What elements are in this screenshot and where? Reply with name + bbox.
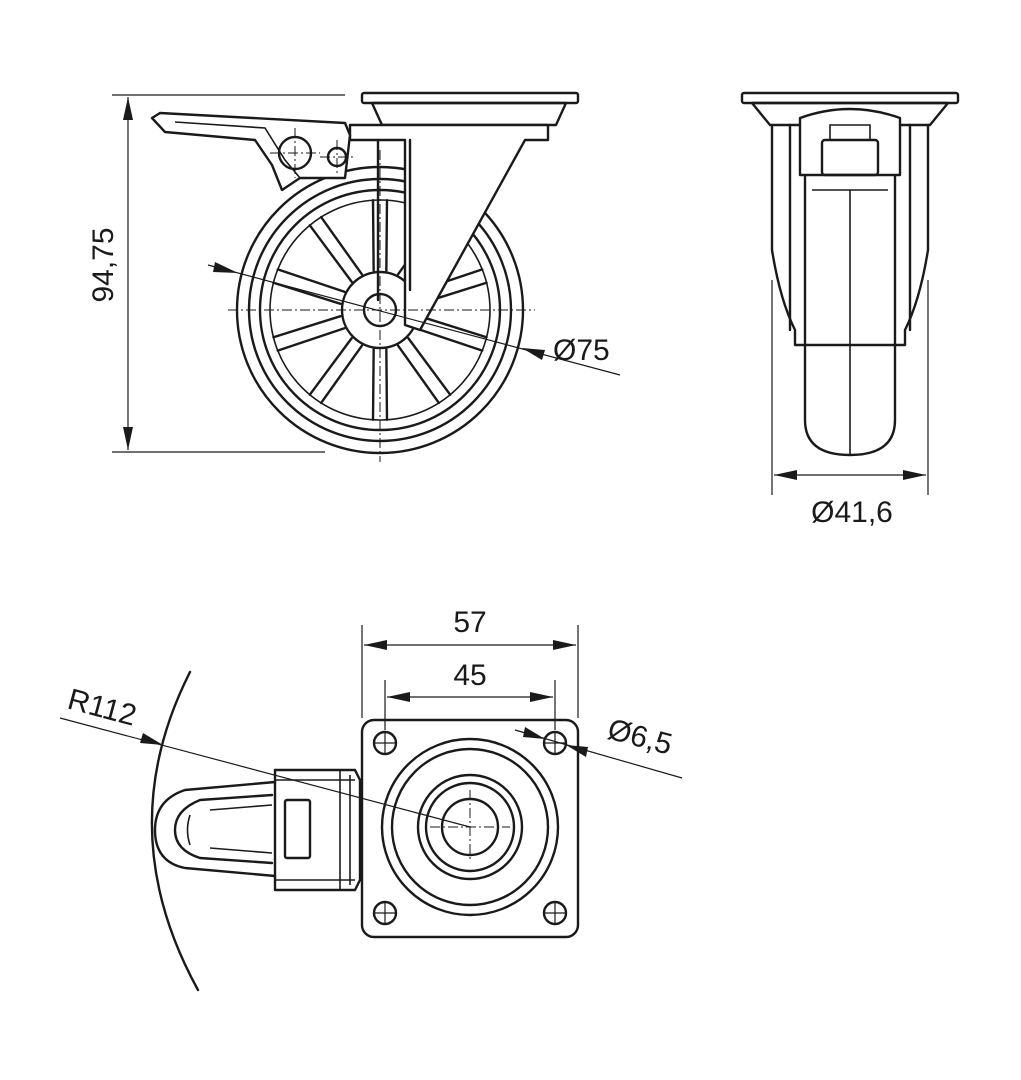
- wheel-spoke: [272, 314, 342, 339]
- wheel-spoke: [319, 215, 364, 276]
- wheel-spoke: [319, 344, 364, 405]
- mounting-holes: [372, 730, 568, 926]
- wheel-spoke: [371, 348, 375, 421]
- wheel-diameter-label: Ø75: [553, 334, 610, 367]
- wheel-diameter-dimension: Ø75: [207, 262, 621, 376]
- brake-lever: [150, 111, 355, 192]
- plate-width-dimension: 57: [361, 606, 579, 718]
- wheel-spoke: [276, 268, 346, 293]
- height-label: 94,75: [87, 227, 120, 302]
- wheel-spoke: [308, 337, 353, 396]
- side-centerlines: [228, 150, 535, 462]
- side-fork: [348, 123, 550, 332]
- wheel-width-label: Ø41,6: [811, 496, 893, 529]
- hole-diameter-dimension: Ø6,5: [514, 713, 683, 779]
- wheel-spoke: [414, 327, 484, 352]
- wheel-spoke: [418, 314, 488, 339]
- front-view: Ø41,6: [740, 91, 960, 529]
- plate-width-label: 57: [453, 606, 486, 639]
- width-dimension: Ø41,6: [771, 280, 929, 529]
- hole-spacing-dimension: 45: [384, 659, 556, 730]
- top-brake-pedal: [153, 768, 362, 892]
- wheel-spoke: [276, 327, 346, 352]
- wheel-spoke: [407, 337, 452, 396]
- swivel-radius-arc: [150, 670, 200, 992]
- height-dimension: 94,75: [87, 94, 345, 453]
- wheel-spoke: [272, 281, 342, 306]
- wheel-spoke: [385, 348, 389, 421]
- hole-diameter-label: Ø6,5: [604, 713, 675, 762]
- wheel-spoke: [396, 344, 441, 405]
- side-top-plate: [360, 91, 580, 127]
- wheel-spoke: [385, 199, 389, 272]
- side-view: 94,75 Ø75: [87, 91, 621, 462]
- top-view: 57 45 R112 Ø6,5: [59, 606, 683, 992]
- hole-spacing-label: 45: [453, 659, 486, 692]
- swivel-radius-label: R112: [64, 683, 140, 733]
- wheel-spoke: [308, 224, 353, 283]
- wheel-spoke: [371, 199, 375, 272]
